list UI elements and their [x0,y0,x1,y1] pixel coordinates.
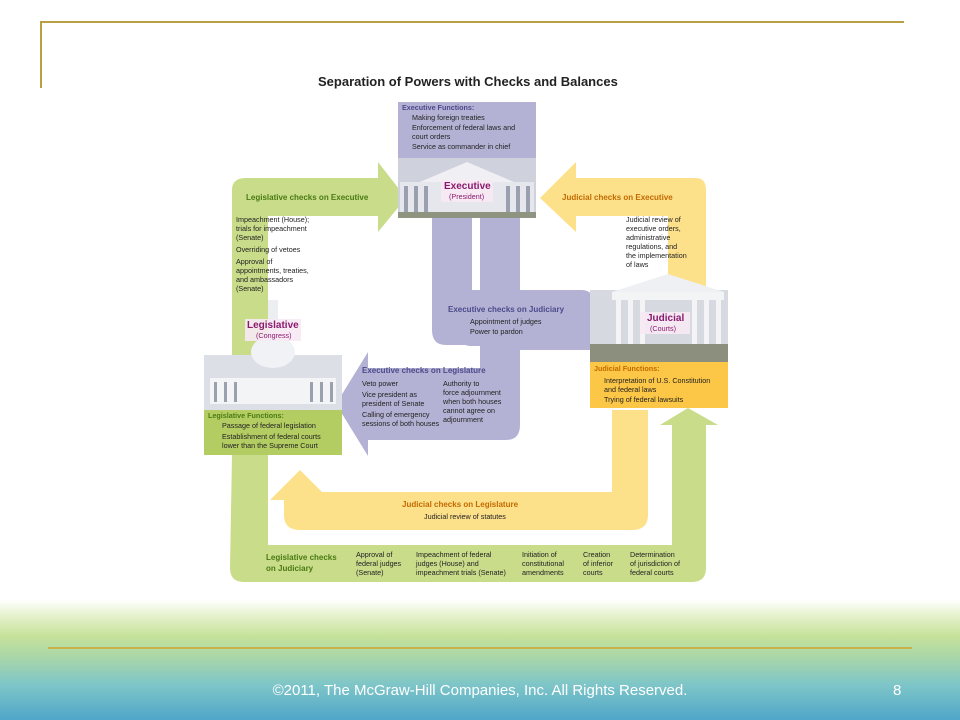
judicial-label-bg [640,312,690,334]
legislative-checks-judiciary-header: on Judiciary [266,564,314,573]
legislative-branch-label: Legislative [247,320,299,331]
purple-flows [336,216,600,456]
executive-functions-box [398,102,536,158]
executive-checks-legislature-item: Authority to [443,379,480,388]
legislative-checks-judiciary-item: Approval of [356,550,393,559]
legislative-checks-judiciary-item: impeachment trials (Senate) [416,568,506,577]
legislative-checks-judiciary-item: judges (House) and [416,559,479,568]
legislative-checks-executive-item: Overriding of vetoes [236,245,301,254]
executive-checks-legislature-item: president of Senate [362,399,425,408]
executive-checks-legislature-item: Veto power [362,379,398,388]
executive-checks-judiciary-item: Appointment of judges [470,317,542,326]
executive-functions-header: Executive Functions: [402,103,475,112]
executive-function-item: Enforcement of federal laws and [412,123,516,132]
legislative-checks-judiciary-item: courts [583,568,603,577]
executive-checks-legislature-item: cannot agree on [443,406,495,415]
legislative-checks-executive-item: Approval of [236,257,273,266]
executive-function-item: Making foreign treaties [412,113,485,122]
legislative-checks-executive-item: and ambassadors [236,275,294,284]
legislative-checks-judiciary-item: constitutional [522,559,564,568]
judicial-checks-executive-item: regulations, and [626,242,678,251]
judicial-checks-executive-item: Judicial review of [626,215,681,224]
copyright-footer: ©2011, The McGraw-Hill Companies, Inc. A… [272,682,688,699]
executive-function-item: Service as commander in chief [412,142,511,151]
executive-checks-legislature-item: Calling of emergency [362,410,430,419]
legislative-label-bg [245,319,301,341]
slide-frame-bottom [48,647,912,649]
legislative-checks-judiciary-item: federal judges [356,559,402,568]
judicial-checks-executive-item: administrative [626,233,671,242]
legislative-checks-judiciary-item: amendments [522,568,564,577]
executive-checks-legislature-header: Executive checks on Legislature [362,366,486,375]
executive-checks-legislature-item: sessions of both houses [362,419,440,428]
legislative-checks-executive-item: Impeachment (House); [236,215,310,224]
judicial-functions-header: Judicial Functions: [594,364,660,373]
judicial-functions-box [590,362,728,408]
legislative-function-item: lower than the Supreme Court [222,441,318,450]
green-loop [230,162,718,582]
legislative-checks-executive-header: Legislative checks on Executive [246,193,369,202]
judicial-function-item: and federal laws [604,385,657,394]
legislative-checks-judiciary-item: (Senate) [356,568,384,577]
legislative-function-item: Establishment of federal courts [222,432,321,441]
legislative-checks-executive-item: (Senate) [236,233,264,242]
executive-checks-judiciary-header: Executive checks on Judiciary [448,305,565,314]
judicial-checks-legislature-header: Judicial checks on Legislature [402,500,519,509]
legislative-checks-judiciary-item: Creation [583,550,611,559]
legislative-checks-judiciary-item: Initiation of [522,550,557,559]
legislative-function-item: Passage of federal legislation [222,421,316,430]
judicial-branch-label: Judicial [647,313,685,324]
judicial-checks-executive-item: of laws [626,260,649,269]
executive-checks-legislature-item: force adjournment [443,388,501,397]
executive-function-item: court orders [412,132,451,141]
judicial-checks-executive-header: Judicial checks on Executive [562,193,673,202]
legislative-functions-box [204,410,342,455]
judicial-checks-executive-item: the implementation [626,251,687,260]
diagram-title: Separation of Powers with Checks and Bal… [318,74,618,89]
legislative-checks-judiciary-item: federal courts [630,568,674,577]
legislative-branch-sub: (Congress) [256,331,292,340]
judicial-function-item: Trying of federal lawsuits [604,395,684,404]
page-number: 8 [893,682,902,699]
legislative-checks-judiciary-item: of inferior [583,559,613,568]
legislative-checks-executive-item: appointments, treaties, [236,266,309,275]
executive-checks-judiciary-item: Power to pardon [470,327,523,336]
legislative-checks-judiciary-header: Legislative checks [266,553,337,562]
legislative-functions-header: Legislative Functions: [208,411,284,420]
executive-checks-legislature-item: when both houses [443,397,502,406]
slide-frame-left [40,21,42,88]
executive-branch-label: Executive [444,181,491,192]
orange-loop [270,162,706,530]
slide-frame-top [40,21,904,23]
executive-branch-sub: (President) [449,192,485,201]
executive-checks-legislature-item: Vice president as [362,390,418,399]
footer-background [0,600,960,720]
executive-checks-legislature-item: adjournment [443,415,483,424]
legislative-checks-executive-item: trials for impeachment [236,224,307,233]
legislative-checks-judiciary-item: of jurisdiction of [630,559,680,568]
legislative-checks-judiciary-item: Impeachment of federal [416,550,492,559]
executive-label-bg [441,180,493,202]
judicial-checks-executive-item: executive orders, [626,224,681,233]
legislative-checks-judiciary-item: Determination [630,550,675,559]
capitol-image [204,300,342,410]
judicial-function-item: Interpretation of U.S. Constitution [604,376,711,385]
judicial-checks-legislature-item: Judicial review of statutes [424,512,506,521]
judicial-branch-sub: (Courts) [650,324,676,333]
legislative-checks-executive-item: (Senate) [236,284,264,293]
